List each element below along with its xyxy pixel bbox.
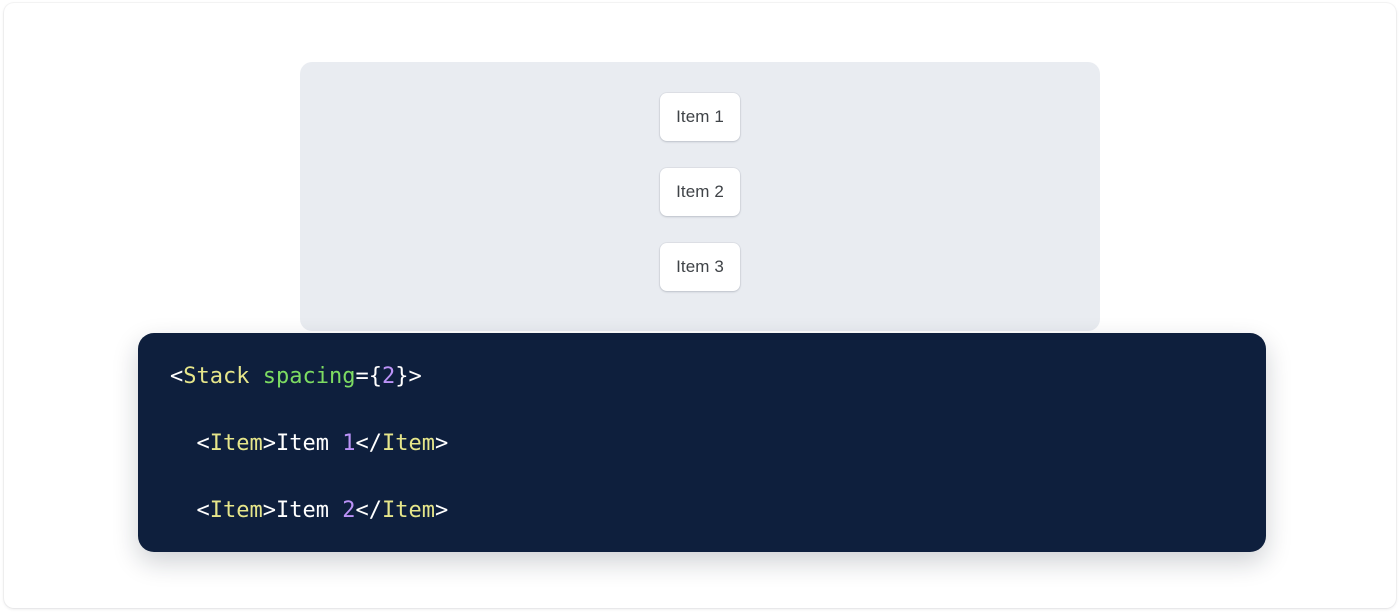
code-token-punct: > (434, 498, 449, 524)
code-indent (170, 498, 197, 523)
code-token-punct: > (434, 431, 449, 457)
stack-item-label: Item 3 (676, 257, 724, 276)
code-token-punct: </ (355, 498, 382, 524)
code-line: <Item>Item 1</Item> (170, 427, 1234, 461)
code-token-text (249, 364, 262, 389)
code-token-punct: < (170, 364, 184, 389)
code-token-punct: ={ (355, 364, 382, 389)
code-token-punct: > (262, 498, 276, 524)
code-token-punct: < (196, 431, 210, 457)
stack-preview-panel: Item 1 Item 2 Item 3 (300, 62, 1100, 331)
stack-item-label: Item 2 (676, 182, 724, 201)
code-token-text: Item (275, 498, 343, 524)
stack-item[interactable]: Item 1 (660, 93, 740, 141)
code-token-tag: Item (381, 498, 435, 524)
code-token-num: 2 (342, 498, 356, 524)
code-token-num: 1 (342, 431, 356, 457)
code-token-tag: Stack (183, 364, 250, 389)
code-token-attr: spacing (262, 364, 356, 389)
stack-item-label: Item 1 (676, 107, 724, 126)
code-token-punct: }> (395, 364, 422, 389)
code-indent (170, 431, 197, 456)
code-token-tag: Item (381, 431, 435, 457)
stack-container: Item 1 Item 2 Item 3 (660, 93, 740, 291)
code-line: <Item>Item 2</Item> (170, 494, 1234, 528)
code-token-punct: </ (355, 431, 382, 457)
stack-item[interactable]: Item 3 (660, 243, 740, 291)
code-token-text: Item (275, 431, 343, 457)
code-token-tag: Item (209, 431, 263, 457)
code-token-tag: Item (209, 498, 263, 524)
code-token-num: 2 (381, 364, 396, 389)
stack-item[interactable]: Item 2 (660, 168, 740, 216)
code-line: <Stack spacing={2}> (170, 360, 1234, 394)
code-token-punct: < (196, 498, 210, 524)
code-token-punct: > (262, 431, 276, 457)
code-snippet-panel: <Stack spacing={2}> <Item>Item 1</Item> … (138, 333, 1266, 552)
page-card: Item 1 Item 2 Item 3 <Stack spacing={2}>… (4, 3, 1396, 608)
